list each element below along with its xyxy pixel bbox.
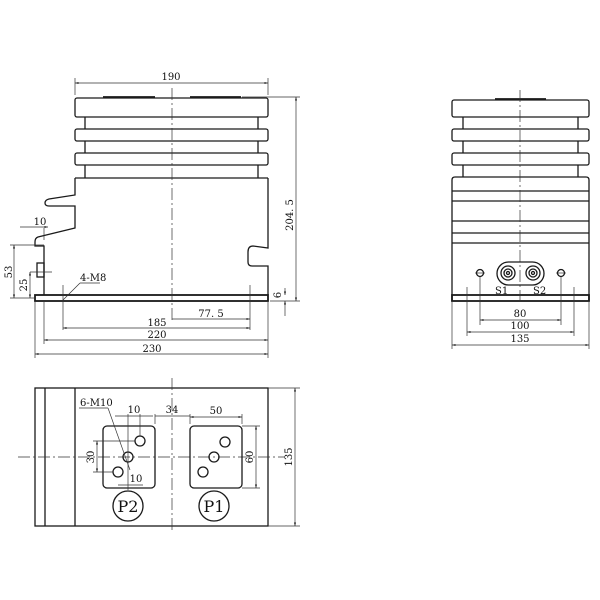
dim-190: 190 [161, 72, 180, 83]
p2-circle [112, 490, 144, 522]
p2-hole-1 [134, 435, 146, 447]
dim-60: 60 [245, 451, 256, 464]
dim-204-5: 204. 5 [285, 199, 296, 231]
terminal-block [496, 261, 545, 286]
dim-135-bottom: 135 [284, 447, 295, 466]
p1-hole-3 [197, 466, 209, 478]
p1-hole-2 [208, 451, 220, 463]
terminal-s2 [525, 265, 541, 281]
dim-30: 30 [86, 451, 97, 464]
dim-53: 53 [4, 266, 15, 279]
side-view: S1 S2 80 100 135 [451, 90, 590, 349]
dim-100: 100 [510, 321, 529, 332]
p1-box [189, 425, 243, 489]
front-view: 190 204. 5 6 10 53 25 4-M8 77. 5 185 [4, 72, 300, 358]
side-terminal [36, 262, 45, 278]
dim-10-bottom: 10 [130, 474, 143, 485]
p2-hole-3 [112, 466, 124, 478]
top-plate [74, 97, 269, 118]
side-body [451, 176, 590, 301]
dim-34: 34 [166, 405, 179, 416]
dim-220: 220 [147, 330, 166, 341]
p1-hole-1 [219, 436, 231, 448]
dim-230: 230 [142, 344, 161, 355]
label-p1: P1 [204, 497, 225, 516]
dim-6: 6 [273, 292, 284, 298]
label-4-m8: 4-M8 [80, 273, 106, 284]
dim-25: 25 [19, 279, 30, 292]
dim-185: 185 [147, 318, 166, 329]
base-plate [34, 294, 269, 302]
p1-circle [198, 490, 230, 522]
bottom-view: P2 P1 6-M10 10 34 50 30 10 [18, 378, 300, 530]
dim-50: 50 [210, 406, 223, 417]
terminal-s1 [500, 265, 516, 281]
side-top-plate [451, 99, 590, 118]
dim-10-top: 10 [128, 405, 141, 416]
dim-10-tab: 10 [34, 217, 47, 228]
dim-77-5: 77. 5 [198, 309, 223, 320]
label-s1: S1 [495, 286, 508, 297]
side-fin-1 [451, 128, 590, 142]
fin-2 [74, 152, 269, 166]
label-s2: S2 [533, 286, 546, 297]
p2-box [102, 425, 156, 489]
fin-1 [74, 128, 269, 142]
side-fin-2 [451, 152, 590, 166]
label-6-m10: 6-M10 [80, 398, 113, 409]
label-p2: P2 [118, 497, 139, 516]
body-outline [34, 177, 269, 295]
dim-135-side: 135 [510, 334, 529, 345]
side-base [451, 294, 590, 302]
dim-80: 80 [514, 309, 527, 320]
